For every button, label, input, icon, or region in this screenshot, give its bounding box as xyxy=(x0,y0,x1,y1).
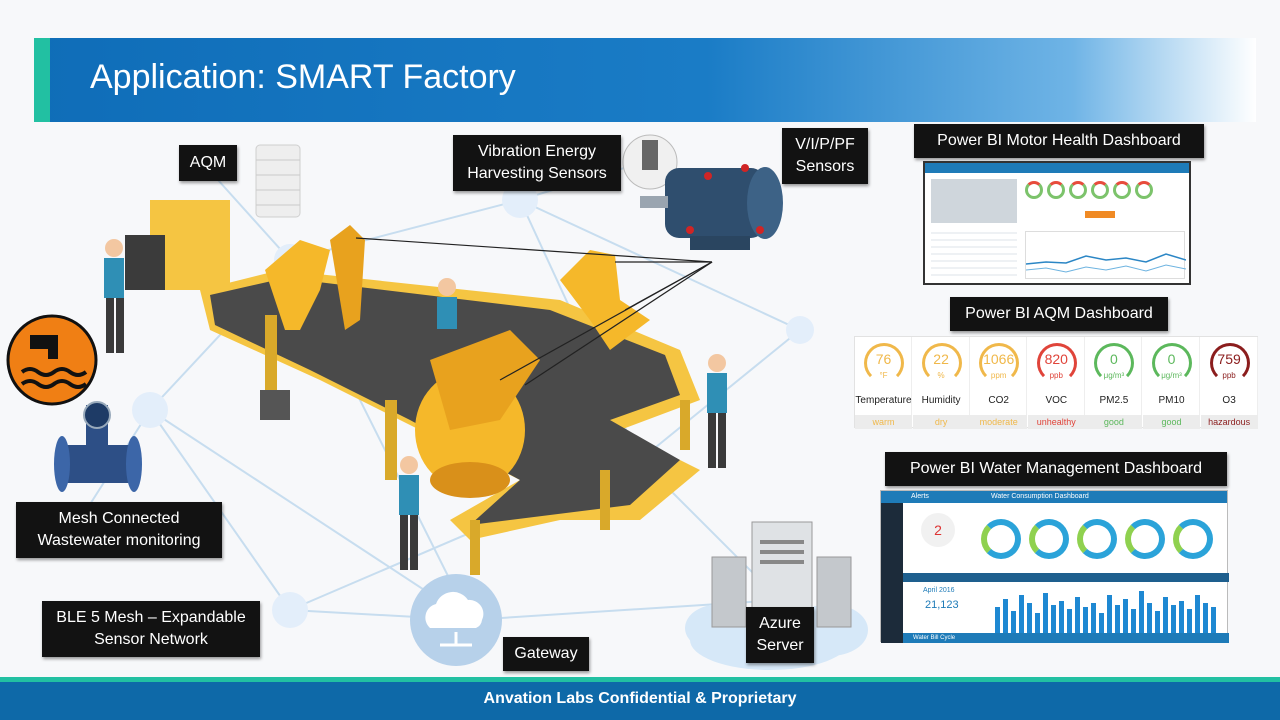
water-dash-month: April 2016 xyxy=(923,587,955,594)
water-dash-footer: Water Bill Cycle xyxy=(903,633,1229,643)
aqm-metric-status: moderate xyxy=(970,415,1028,429)
water-dash-sidebar xyxy=(881,503,903,643)
vibration-sensors-label: Vibration Energy Harvesting Sensors xyxy=(453,135,621,191)
aqm-gauge-ring xyxy=(921,343,962,383)
aqm-metric-unit: ppb xyxy=(1049,371,1063,380)
aqm-metric-cell: 22% Humidity dry xyxy=(912,337,970,429)
azure-server-label: Azure Server xyxy=(746,607,814,663)
title-bar xyxy=(34,38,1256,122)
aqm-dashboard-label: Power BI AQM Dashboard xyxy=(950,297,1168,331)
water-dash-timeline xyxy=(903,573,1229,582)
footer-bar xyxy=(0,677,1280,720)
motor-dash-table xyxy=(931,227,1017,281)
aqm-metric-unit: % xyxy=(937,371,945,380)
aqm-metric-value: 820 xyxy=(1044,351,1068,367)
aqm-metric-unit: °F xyxy=(879,371,888,380)
motor-dash-header xyxy=(925,163,1189,173)
aqm-metric-name: PM2.5 xyxy=(1099,395,1129,406)
water-dash-alert-count: 2 xyxy=(921,513,955,547)
aqm-metric-unit: μg/m³ xyxy=(1161,371,1182,380)
robot-arms xyxy=(265,225,650,498)
aqm-metric-name: Humidity xyxy=(921,395,961,406)
ble-mesh-label: BLE 5 Mesh – Expandable Sensor Network xyxy=(42,601,260,657)
aqm-metric-status: hazardous xyxy=(1200,415,1258,429)
wastewater-icon xyxy=(6,314,98,406)
aqm-gauge-ring xyxy=(1209,343,1250,383)
aqm-dashboard: 76 °F Temperature warm 22% Humidity dry 1066 ppm… xyxy=(854,336,1258,429)
aqm-gauge-ring xyxy=(979,343,1020,383)
gateway-icon xyxy=(410,574,502,666)
aqm-metric-value: 22 xyxy=(933,351,949,367)
aqm-metric-unit: ppm xyxy=(990,371,1007,380)
motor-icon xyxy=(640,164,783,250)
vibration-sensor-icon xyxy=(622,134,678,190)
water-dash-title: Water Consumption Dashboard xyxy=(991,493,1089,500)
aqm-metric-cell: 76 °F Temperature warm xyxy=(855,337,912,429)
water-dash-donuts xyxy=(981,511,1221,569)
title-accent xyxy=(34,38,50,122)
slide-title: Application: SMART Factory xyxy=(90,58,516,96)
footer-text: Anvation Labs Confidential & Proprietary xyxy=(483,690,797,707)
aqm-metric-unit: ppb xyxy=(1222,371,1236,380)
aqm-metric-value: 759 xyxy=(1217,351,1241,367)
aqm-metric-status: warm xyxy=(855,415,912,429)
motor-health-dashboard xyxy=(923,161,1191,285)
aqm-gauge-ring xyxy=(1152,343,1192,383)
aqm-gauge-ring xyxy=(864,343,904,383)
aqm-metric-value: 0 xyxy=(1109,351,1118,367)
aqm-metric-name: O3 xyxy=(1222,395,1236,406)
aqm-metric-name: CO2 xyxy=(988,395,1009,406)
pointer-lines xyxy=(355,237,713,386)
vipf-sensors-label: V/I/P/PF Sensors xyxy=(782,128,868,184)
aqm-label: AQM xyxy=(179,145,237,181)
aqm-sensor-icon xyxy=(255,144,301,218)
motor-dash-chart xyxy=(1025,231,1186,279)
aqm-metric-cell: 0 μg/m³ PM2.5 good xyxy=(1085,337,1143,429)
aqm-metric-value: 0 xyxy=(1167,351,1176,367)
aqm-metric-name: PM10 xyxy=(1158,395,1185,406)
flow-meter-icon xyxy=(54,401,142,492)
gateway-label: Gateway xyxy=(503,637,589,671)
aqm-gauge-ring xyxy=(1094,343,1135,383)
aqm-metric-status: good xyxy=(1143,415,1200,429)
wastewater-label: Mesh Connected Wastewater monitoring xyxy=(16,502,222,558)
aqm-metric-status: good xyxy=(1085,415,1143,429)
aqm-metric-value: 76 xyxy=(875,351,892,367)
aqm-gauge-ring xyxy=(1036,343,1077,383)
aqm-metric-name: Temperature xyxy=(855,395,912,406)
water-management-dashboard: Alerts Water Consumption Dashboard 2 Apr… xyxy=(880,490,1229,643)
motor-dashboard-label: Power BI Motor Health Dashboard xyxy=(914,124,1204,158)
workers xyxy=(104,239,727,570)
motor-dash-gauges xyxy=(1025,181,1185,203)
water-dashboard-label: Power BI Water Management Dashboard xyxy=(885,452,1227,486)
motor-dash-image xyxy=(931,179,1017,223)
aqm-metric-unit: μg/m³ xyxy=(1103,371,1125,380)
aqm-metric-value: 1066 xyxy=(983,351,1015,367)
water-dash-big-number: 21,123 xyxy=(925,599,959,611)
water-dash-bar-chart xyxy=(995,591,1216,633)
aqm-metric-name: VOC xyxy=(1045,395,1068,406)
water-dash-header: Alerts Water Consumption Dashboard xyxy=(881,491,1227,503)
aqm-metric-status: dry xyxy=(912,415,970,429)
water-dash-alerts: Alerts xyxy=(911,493,929,500)
motor-dash-button xyxy=(1085,211,1115,218)
aqm-metric-cell: 0 μg/m³ PM10 good xyxy=(1143,337,1200,429)
aqm-metric-status: unhealthy xyxy=(1027,415,1085,429)
